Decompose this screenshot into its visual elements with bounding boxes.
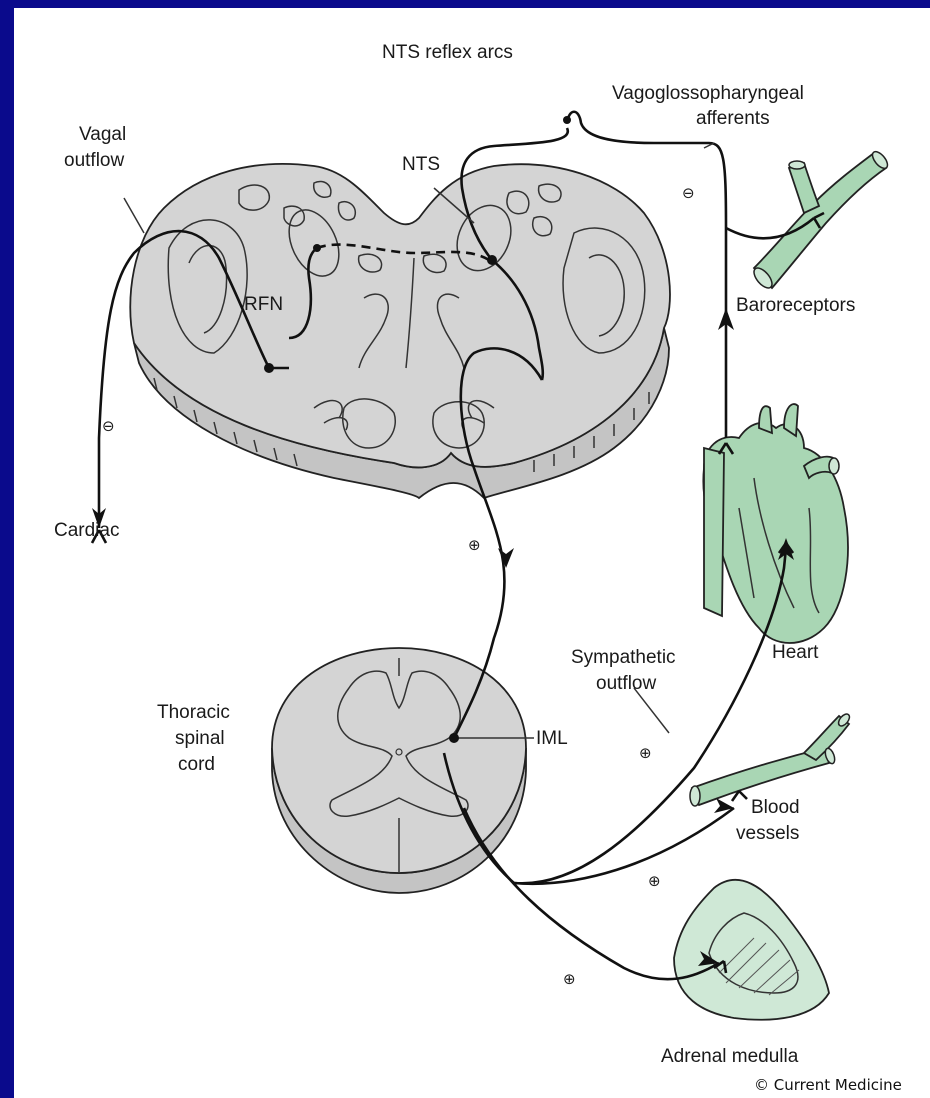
baroreceptor-vessel	[751, 149, 891, 291]
sign-inhibitory-vagal: ⊖	[102, 417, 115, 435]
sign-excitatory-vessels: ⊕	[648, 872, 661, 890]
label-baroreceptors: Baroreceptors	[736, 295, 855, 316]
label-vagoglossopharyngeal: Vagoglossopharyngeal	[612, 83, 804, 104]
label-cord: cord	[178, 754, 215, 775]
sign-excitatory-heart: ⊕	[639, 744, 652, 762]
adrenal-gland-organ	[674, 880, 829, 1020]
label-outflow: outflow	[64, 150, 124, 171]
label-adrenal-medulla: Adrenal medulla	[661, 1046, 799, 1067]
label-afferents: afferents	[696, 108, 770, 129]
label-nts: NTS	[402, 154, 440, 175]
label-cardiac: Cardiac	[54, 520, 119, 541]
label-vessels: vessels	[736, 823, 799, 844]
nts-reflex-diagram: NTS reflex arcs Vagal outflow NTS Vagogl…	[14, 8, 930, 1098]
label-heart: Heart	[772, 642, 819, 663]
blood-vessel-organ	[690, 712, 852, 806]
arrow-descending	[498, 548, 514, 568]
label-spinal: spinal	[175, 728, 225, 749]
sign-excitatory-descending: ⊕	[468, 536, 481, 554]
copyright-notice: © Current Medicine	[754, 1076, 902, 1094]
label-sympathetic: Sympathetic	[571, 647, 676, 668]
label-thoracic: Thoracic	[157, 702, 230, 723]
label-iml: IML	[536, 728, 568, 749]
label-rfn: RFN	[244, 294, 283, 315]
label-vagal: Vagal	[79, 124, 126, 145]
medulla-section	[130, 164, 670, 498]
sign-inhibitory-afferent: ⊖	[682, 184, 695, 202]
diagram-frame: NTS reflex arcs Vagal outflow NTS Vagogl…	[14, 8, 930, 1098]
label-blood: Blood	[751, 797, 800, 818]
sign-excitatory-adrenal: ⊕	[563, 970, 576, 988]
diagram-title: NTS reflex arcs	[382, 42, 513, 63]
label-sympathetic-outflow: outflow	[596, 673, 656, 694]
